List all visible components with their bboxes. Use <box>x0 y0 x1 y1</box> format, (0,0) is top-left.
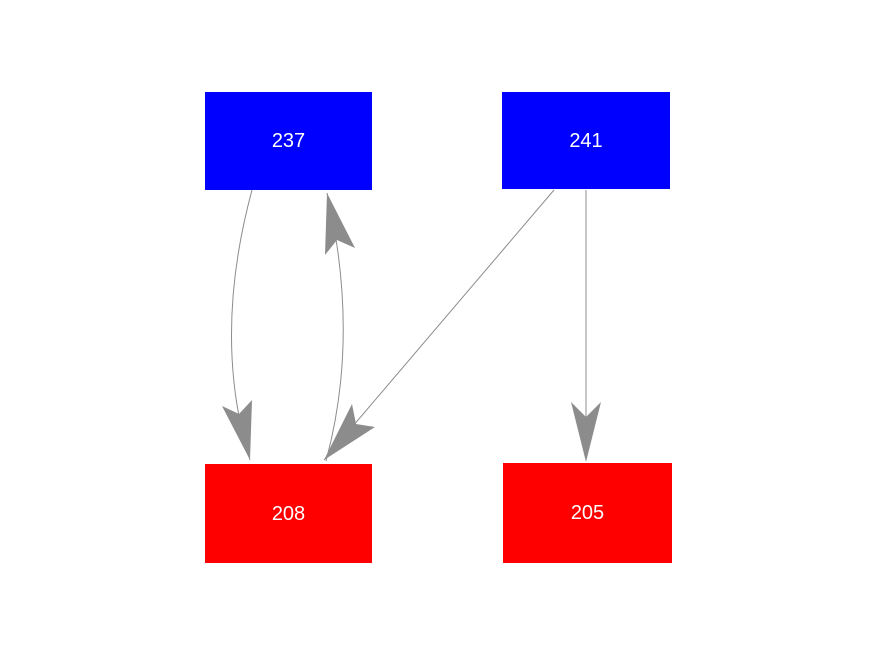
node-241: 241 <box>502 92 670 189</box>
node-237: 237 <box>205 92 372 190</box>
edge-241-to-208-line <box>323 189 555 461</box>
edge-237-to-208-arrowhead <box>222 400 252 460</box>
edge-241-to-208-arrowhead <box>324 404 375 460</box>
node-205: 205 <box>503 463 672 563</box>
node-241-label: 241 <box>569 129 603 152</box>
node-237-label: 237 <box>271 130 306 152</box>
edge-208-to-237-arrowhead <box>325 193 355 255</box>
node-208: 208 <box>205 464 372 563</box>
node-205-label: 205 <box>570 502 605 524</box>
node-208-label: 208 <box>271 502 306 525</box>
edge-241-to-205-arrowhead <box>571 402 601 462</box>
